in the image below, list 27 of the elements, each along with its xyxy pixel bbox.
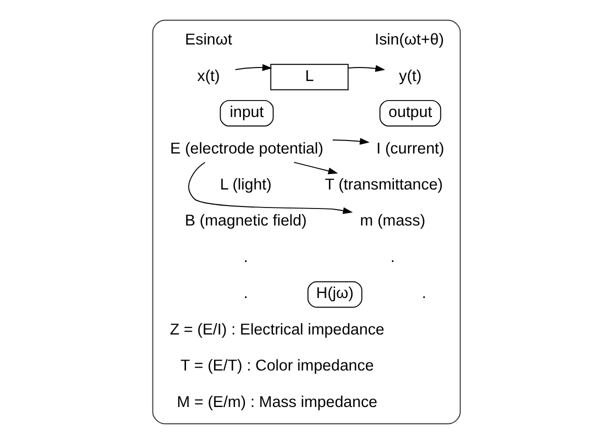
cluster: [152, 20, 460, 424]
label: B (magnetic field): [184, 212, 306, 230]
node-text: m (mass): [360, 212, 425, 230]
label: .: [421, 285, 426, 302]
node-text: T (transmittance): [324, 176, 442, 194]
node-box: input: [219, 100, 274, 127]
label: .: [243, 285, 248, 302]
node-box: L: [270, 64, 348, 90]
label: T = (E/T) : Color impedance: [180, 358, 374, 375]
arrow: [234, 64, 272, 71]
arrow: [188, 162, 352, 214]
node-text: y(t): [398, 68, 422, 85]
label: L (light): [219, 176, 272, 194]
node-text: I (current): [376, 140, 444, 158]
label: Isin(ωt+θ): [374, 32, 444, 49]
node-box: H(jω): [306, 281, 362, 308]
label: .: [243, 248, 248, 266]
arrow: [332, 138, 370, 145]
node-text: E (electrode potential): [170, 140, 323, 158]
label: Z = (E/I) : Electrical impedance: [169, 321, 384, 338]
arrow: [347, 65, 385, 72]
arrow: [292, 162, 338, 174]
label: .: [390, 248, 394, 266]
node-box: output: [378, 100, 441, 127]
label: M = (E/m) : Mass impedance: [176, 394, 377, 411]
node-text: x(t): [196, 68, 220, 85]
label: Esinωt: [184, 32, 232, 49]
